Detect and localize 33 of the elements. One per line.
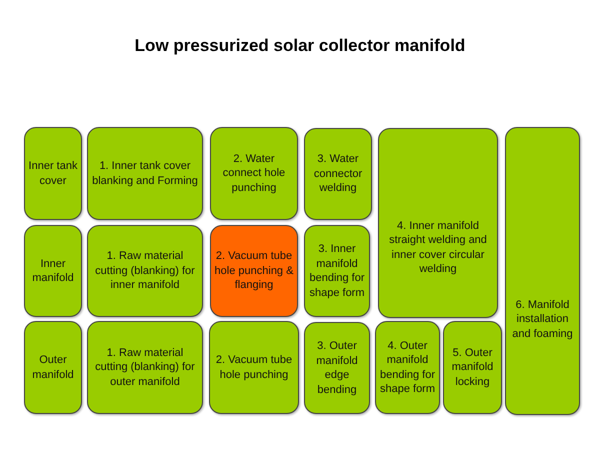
step-text: 2. Vacuum tube hole punching & flanging [214, 249, 294, 293]
process-box [209, 321, 299, 414]
step-text: 3. Water connector welding [312, 152, 364, 196]
step-text: 5. Outer manifold locking [450, 346, 494, 390]
process-box [24, 321, 82, 414]
step-text: Inner tank cover [28, 159, 78, 188]
process-box [24, 225, 82, 317]
process-box [304, 225, 370, 317]
process-box [505, 127, 580, 415]
step-text: Outer manifold [31, 353, 75, 382]
step-text: 4. Outer manifold bending for shape form [379, 338, 436, 396]
step-text: 1. Raw material cutting (blanking) for inner manifold [94, 249, 196, 293]
process-box [210, 127, 298, 220]
step-text: 3. Outer manifold edge bending [315, 339, 359, 397]
process-box [210, 225, 298, 317]
process-box [304, 128, 372, 220]
step-text: 3. Inner manifold bending for shape form [308, 242, 366, 300]
step-text: 2. Vacuum tube hole punching [214, 353, 294, 382]
step-text: 1. Inner tank cover blanking and Forming [91, 159, 199, 188]
step-text: 4. Inner manifold straight welding and inner cover circular welding [388, 218, 488, 276]
diagram-title: Low pressurized solar collector manifold [134, 36, 466, 56]
step-text: 6. Manifold installation and foaming [511, 298, 574, 342]
process-box [87, 127, 203, 220]
process-box [87, 321, 203, 414]
process-box [378, 128, 498, 318]
process-box [87, 225, 203, 317]
process-box [443, 321, 502, 414]
process-box [304, 322, 370, 414]
process-box [24, 127, 82, 220]
process-box [375, 321, 440, 414]
step-text: Inner manifold [31, 256, 75, 286]
step-text: 1. Raw material cutting (blanking) for outer manifold [94, 346, 196, 390]
step-text: 2. Water connect hole punching [222, 152, 286, 196]
